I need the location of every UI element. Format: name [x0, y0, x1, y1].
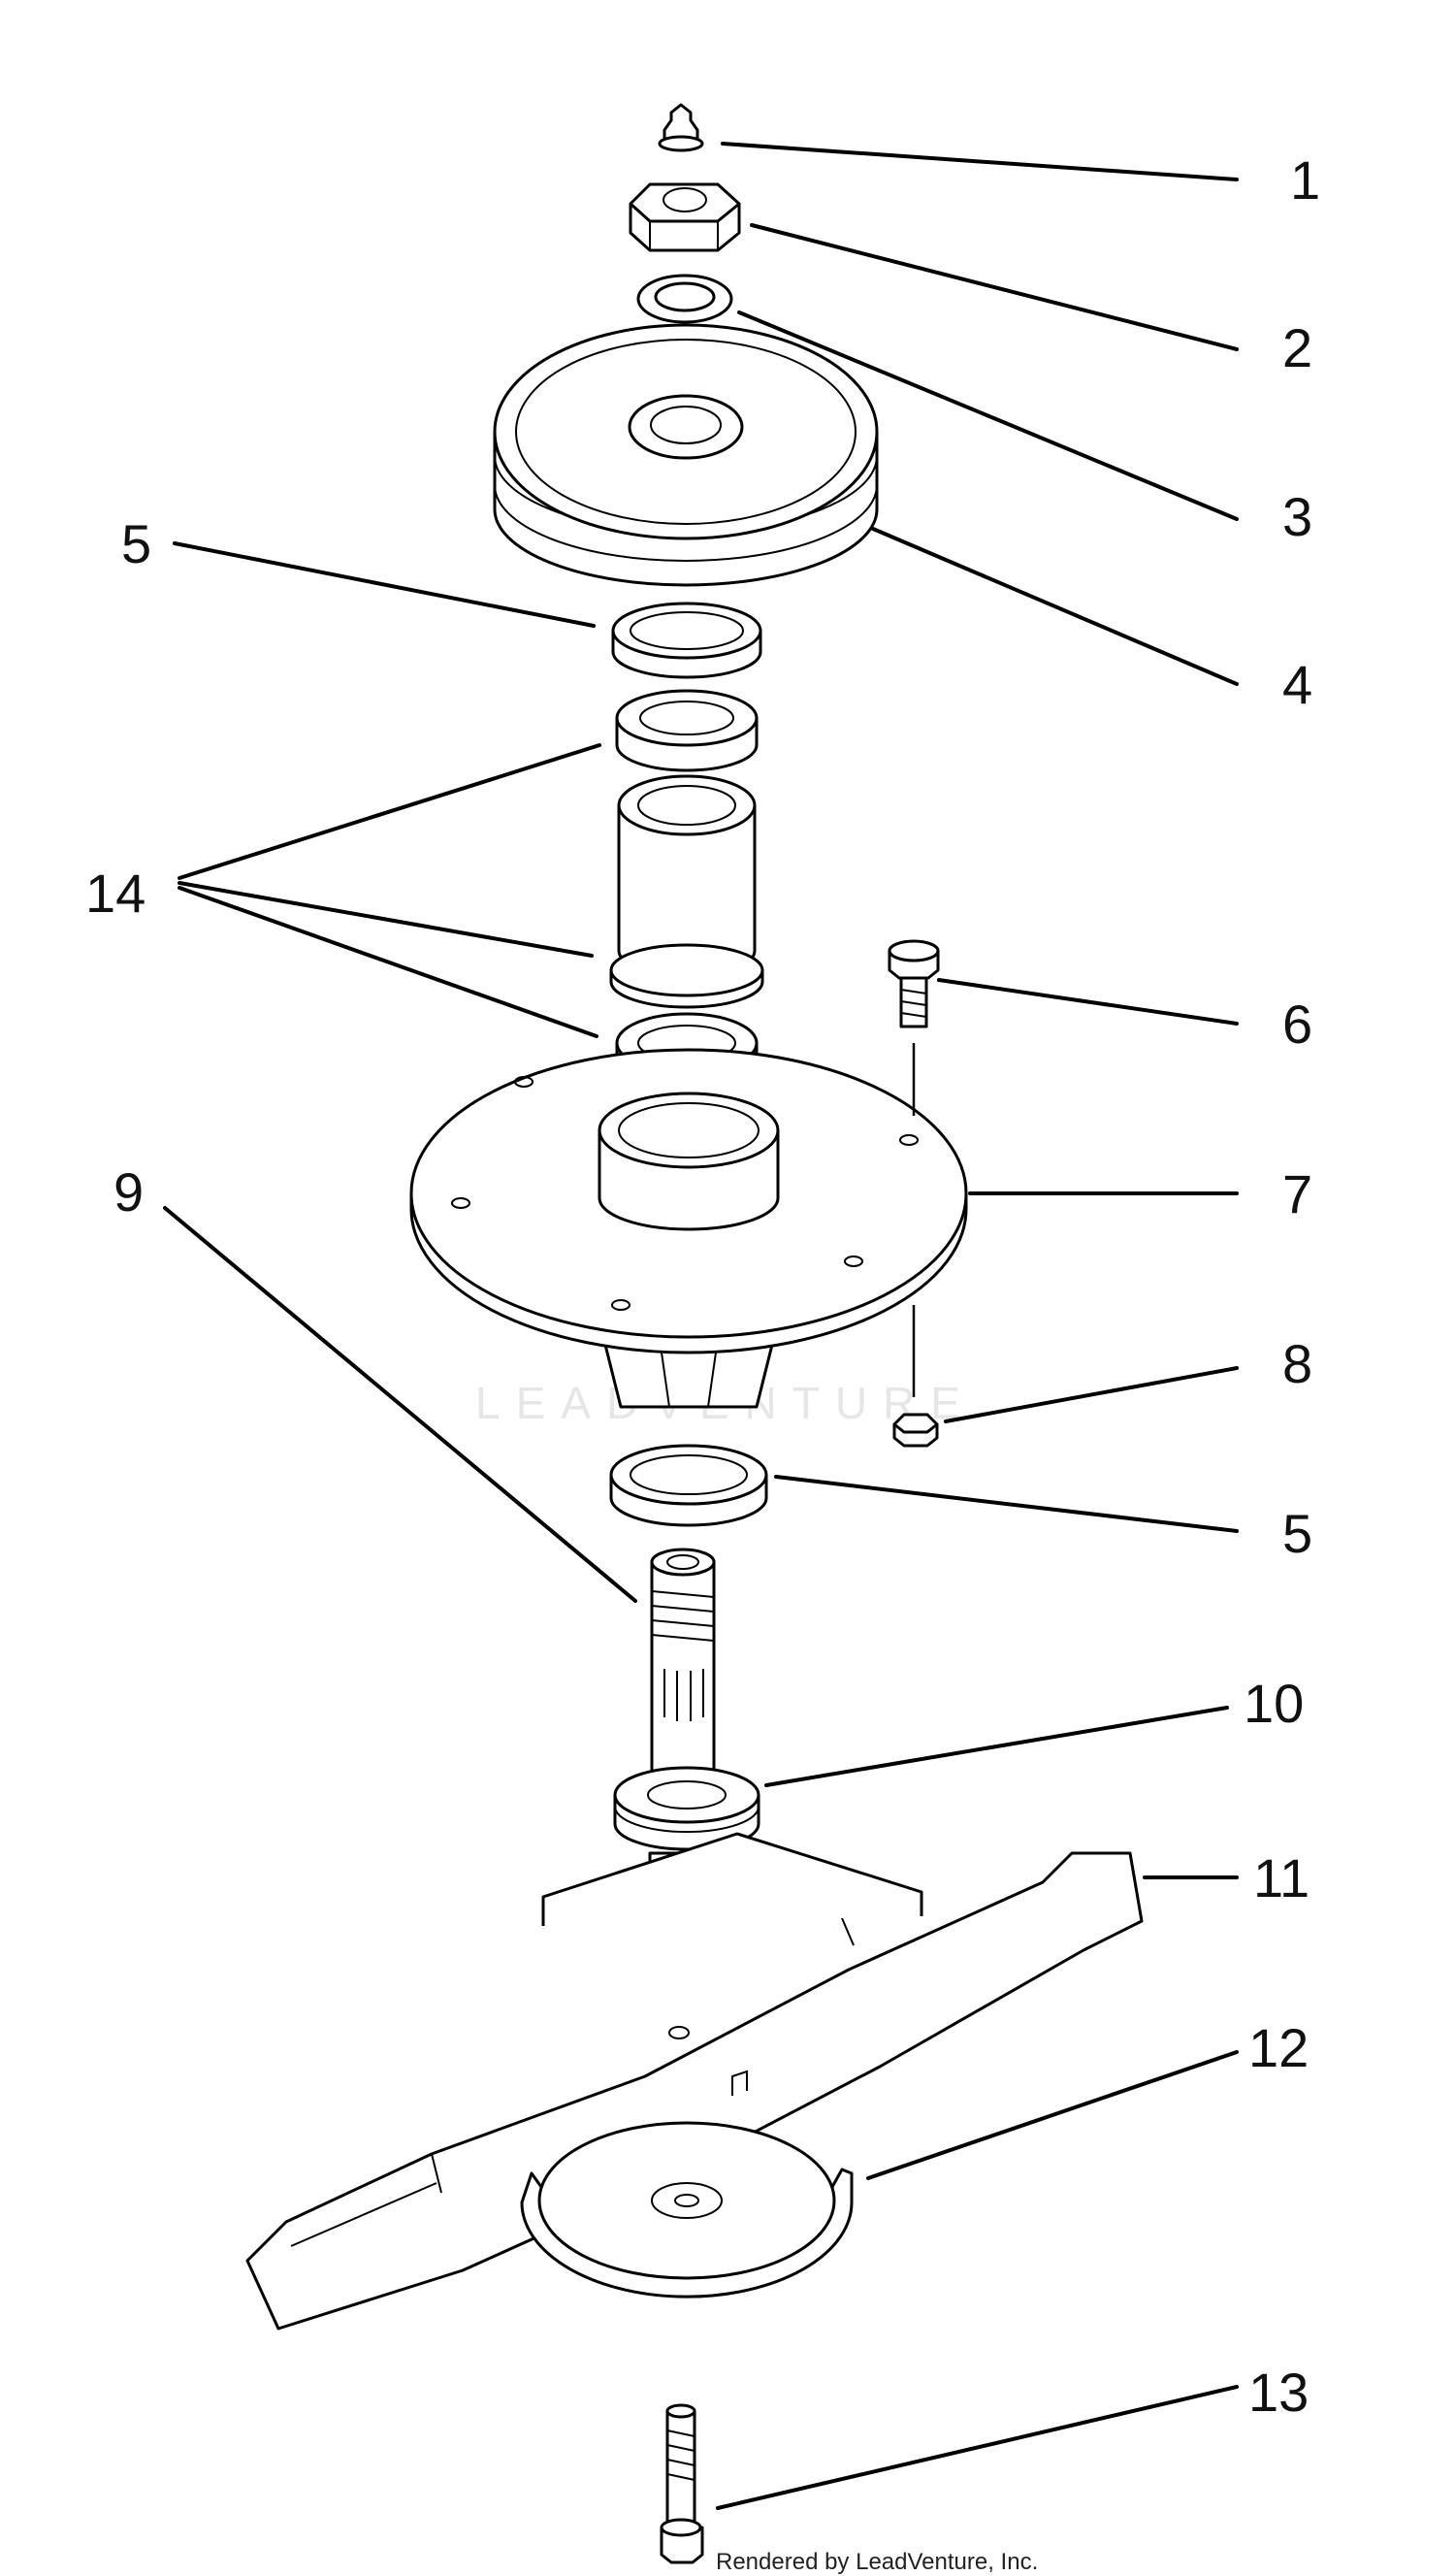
part-mower-blade [245, 1832, 1144, 2331]
callout-12: 12 [1248, 2017, 1309, 2078]
leader-2 [750, 223, 1239, 351]
part-spindle-bearings [609, 689, 764, 1099]
part-washer [636, 274, 733, 324]
part-blade-bolt [660, 2403, 704, 2564]
leader-13 [716, 2385, 1239, 2510]
leader-14a [178, 743, 601, 880]
part-pulley [493, 323, 879, 587]
credit-line: Rendered by LeadVenture, Inc. [716, 2549, 1038, 2575]
part-grease-fitting [658, 103, 704, 152]
leader-14b [178, 881, 594, 958]
part-bolt-upper [888, 939, 940, 1116]
leader-10 [764, 1706, 1229, 1787]
part-spindle-housing [409, 1048, 968, 1409]
leader-6 [937, 978, 1239, 1026]
part-bearing-cup-lower [609, 1444, 768, 1527]
callout-labels: 1 2 3 4 5 14 6 9 7 8 5 10 11 12 13 [85, 149, 1320, 2423]
part-blade-adapter [520, 2070, 854, 2299]
callout-4: 4 [1282, 654, 1312, 715]
part-nut [629, 182, 741, 252]
callout-9: 9 [113, 1161, 144, 1223]
callout-5-lower: 5 [1282, 1503, 1312, 1564]
leader-12 [866, 2050, 1239, 2180]
leader-3 [737, 310, 1239, 521]
callout-13: 13 [1248, 2362, 1309, 2423]
leader-lines [163, 142, 1239, 2510]
leader-14c [178, 886, 598, 1038]
callout-1: 1 [1290, 149, 1320, 211]
callout-6: 6 [1282, 994, 1312, 1055]
callout-10: 10 [1244, 1673, 1304, 1734]
callout-3: 3 [1282, 486, 1312, 547]
leader-1 [721, 142, 1239, 181]
leader-5a [173, 541, 596, 628]
leader-9 [163, 1206, 637, 1603]
part-bearing-cup-upper [611, 602, 762, 679]
callout-7: 7 [1282, 1163, 1312, 1224]
callout-11: 11 [1253, 1847, 1310, 1908]
callout-8: 8 [1282, 1333, 1312, 1394]
callout-5-upper: 5 [121, 513, 151, 574]
leader-5b [774, 1475, 1239, 1533]
callout-14: 14 [85, 863, 146, 924]
part-hex-nut-lower [892, 1305, 939, 1448]
callout-2: 2 [1282, 317, 1312, 378]
leader-4 [871, 527, 1239, 686]
leader-8 [944, 1366, 1239, 1423]
